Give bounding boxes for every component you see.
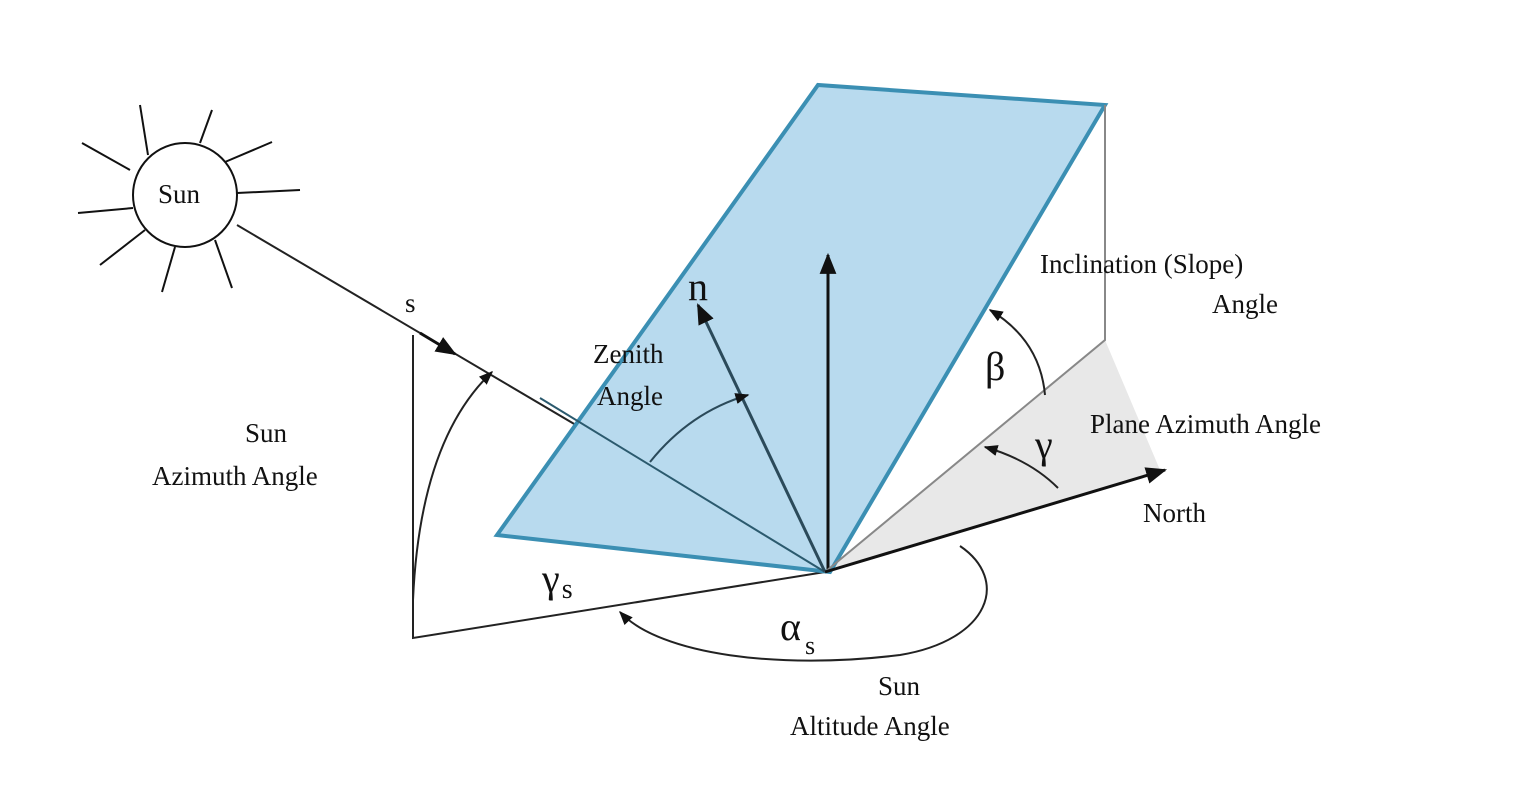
sun-projection: [412, 335, 826, 640]
panel-vertical-projection: [824, 105, 1106, 573]
gamma-s-label: γs: [541, 556, 573, 605]
inclination-label-2: Angle: [1212, 289, 1278, 319]
sun-azimuth-arc: [619, 545, 988, 662]
beta-label: β: [985, 344, 1005, 389]
sun-altitude-label-1: Sun: [878, 671, 921, 701]
zenith-label-2: Angle: [597, 381, 663, 411]
sun-altitude-arc: [412, 371, 494, 601]
zenith-arc: [649, 393, 750, 463]
sun-ray-arrow: [419, 331, 457, 356]
ground-shadow: [825, 340, 1160, 572]
n-label: n: [688, 264, 708, 309]
sun-icon: [77, 104, 301, 293]
sun-azimuth-label-1: Sun: [245, 418, 288, 448]
sun-azimuth-label-2: Azimuth Angle: [152, 461, 318, 491]
zenith-label-1: Zenith: [593, 339, 664, 369]
plane-azimuth-arc: [983, 445, 1059, 489]
s-label: s: [405, 288, 416, 318]
north-arrow: [824, 467, 1168, 574]
inclination-arc: [988, 309, 1046, 396]
panel-ray-continuation: [539, 397, 826, 573]
sun-altitude-label-2: Altitude Angle: [790, 711, 950, 741]
inclination-label-1: Inclination (Slope): [1040, 249, 1243, 279]
north-label: North: [1143, 498, 1206, 528]
plane-azimuth-label: Plane Azimuth Angle: [1090, 409, 1321, 439]
sun-label: Sun: [158, 179, 201, 209]
gamma-label: γ: [1034, 422, 1053, 467]
panel-normal-arrow: [696, 303, 827, 573]
